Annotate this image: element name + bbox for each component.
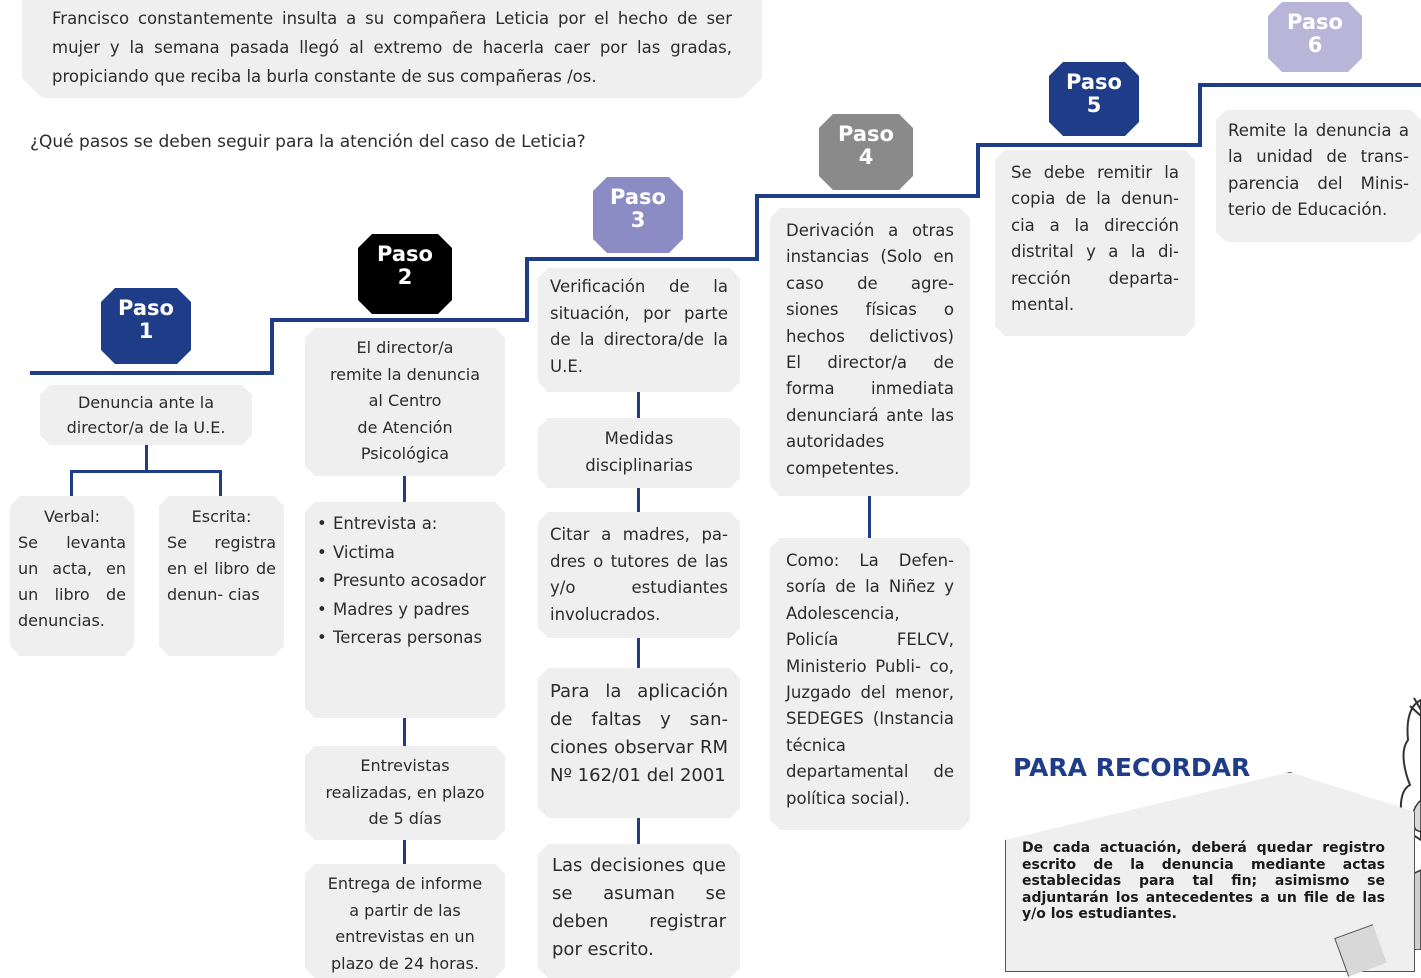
step-1-number: 1 — [138, 319, 154, 343]
connector — [637, 818, 640, 844]
step-2-main-line: El director/a — [356, 338, 454, 357]
report-line: a partir de las — [349, 900, 461, 920]
step-2-report-box: Entrega de informe a partir de las entre… — [305, 864, 505, 978]
step-4-entities-box: Como: La Defen- soría de la Niñez y Adol… — [770, 538, 970, 830]
step-1-denuncia-box: Denuncia ante la director/a de la U.E. — [40, 385, 252, 445]
connector — [70, 470, 73, 496]
interview-list: Entrevista a: Victima Presunto acosador … — [317, 510, 493, 653]
step-2-interview-box: Entrevista a: Victima Presunto acosador … — [305, 502, 505, 718]
step-1-denuncia-text: Denuncia ante la director/a de la U.E. — [66, 393, 226, 437]
interviews-done-line: de 5 días — [368, 809, 442, 828]
interview-title: Entrevista a: — [317, 510, 493, 539]
connector — [868, 496, 871, 538]
connector — [70, 470, 222, 473]
step-3-cite-text: Citar a madres, pa- dres o tutores de la… — [550, 525, 728, 624]
step-2-word: Paso — [377, 242, 433, 266]
step-3-cite-box: Citar a madres, pa- dres o tutores de la… — [538, 512, 740, 638]
step-5-word: Paso — [1066, 70, 1122, 94]
report-line: entrevistas en un — [335, 927, 475, 946]
interviews-done-line: realizadas, en plazo — [325, 782, 485, 802]
step-5-remit-box: Se debe remitir la copia de la denun- ci… — [995, 150, 1195, 336]
connector — [145, 445, 148, 471]
step-3-number: 3 — [630, 208, 646, 232]
case-description-box: Francisco constantemente insulta a su co… — [22, 0, 762, 98]
connector — [219, 470, 222, 496]
interview-item: Victima — [317, 539, 493, 568]
measures-line: disciplinarias — [585, 455, 693, 475]
step-4-word: Paso — [838, 122, 894, 146]
verbal-title: Verbal: — [44, 507, 100, 526]
step-3-apply-box: Para la aplicación de faltas y san- cion… — [538, 668, 740, 818]
connector — [403, 840, 406, 864]
escrita-text: Se registra en el libro de denun- cias — [167, 533, 276, 604]
report-line: Entrega de informe — [327, 874, 483, 893]
step-3-decisions-box: Las decisiones que se asuman se deben re… — [538, 844, 740, 978]
step-3-word: Paso — [610, 185, 666, 209]
step-2-interviews-done-box: Entrevistas realizadas, en plazo de 5 dí… — [305, 746, 505, 840]
step-4-derivation-text: Derivación a otras instancias (Solo en c… — [786, 221, 954, 478]
staircase-path — [30, 83, 1421, 375]
step-6-word: Paso — [1287, 10, 1343, 34]
connector — [637, 392, 640, 418]
step-5-remit-text: Se debe remitir la copia de la denun- ci… — [1011, 163, 1179, 315]
connector — [403, 476, 406, 502]
verbal-text: Se levanta un acta, en un libro de denun… — [18, 533, 126, 630]
step-3-decisions-text: Las decisiones que se asuman se deben re… — [552, 855, 726, 960]
step-2-main-line: al Centro — [368, 391, 442, 410]
case-description-text: Francisco constantemente insulta a su co… — [52, 9, 732, 86]
step-2-main-line: remite la denuncia — [329, 364, 481, 384]
escrita-box: Escrita: Se registra en el libro de denu… — [159, 496, 284, 656]
interview-item: Terceras personas — [317, 624, 493, 653]
report-line: plazo de 24 horas. — [331, 953, 479, 973]
step-3-verification-box: Verificación de la situación, por parte … — [538, 268, 740, 392]
step-3-verification-text: Verificación de la situación, por parte … — [550, 277, 728, 376]
step-3-measures-box: Medidas disciplinarias — [538, 418, 740, 488]
step-2-number: 2 — [397, 265, 413, 289]
step-6-remit-text: Remite la denuncia a la unidad de trans-… — [1228, 121, 1409, 220]
interviews-done-line: Entrevistas — [360, 756, 450, 775]
step-1-word: Paso — [118, 296, 174, 320]
interview-item: Presunto acosador — [317, 567, 493, 596]
connector — [637, 488, 640, 512]
step-2-main-line: Psicológica — [360, 444, 450, 463]
step-4-derivation-box: Derivación a otras instancias (Solo en c… — [770, 208, 970, 496]
escrita-title: Escrita: — [191, 507, 252, 526]
reminder-title: PARA RECORDAR — [1013, 753, 1251, 782]
reminder-text: De cada actuación, deberá quedar registr… — [1022, 840, 1385, 922]
interview-item: Madres y padres — [317, 596, 493, 625]
step-6-number: 6 — [1307, 33, 1323, 57]
connector — [403, 718, 406, 746]
connector — [637, 638, 640, 668]
step-4-entities-text: Como: La Defen- soría de la Niñez y Adol… — [786, 551, 954, 808]
step-5-number: 5 — [1086, 93, 1102, 117]
measures-line: Medidas — [604, 429, 674, 448]
step-3-apply-text: Para la aplicación de faltas y san- cion… — [550, 681, 728, 786]
verbal-box: Verbal: Se levanta un acta, en un libro … — [10, 496, 134, 656]
guiding-question: ¿Qué pasos se deben seguir para la atenc… — [30, 132, 586, 152]
step-4-number: 4 — [858, 145, 874, 169]
step-6-remit-box: Remite la denuncia a la unidad de trans-… — [1216, 110, 1421, 242]
step-2-remite-box: El director/a remite la denuncia al Cent… — [305, 328, 505, 476]
step-2-main-line: de Atención — [357, 417, 453, 437]
